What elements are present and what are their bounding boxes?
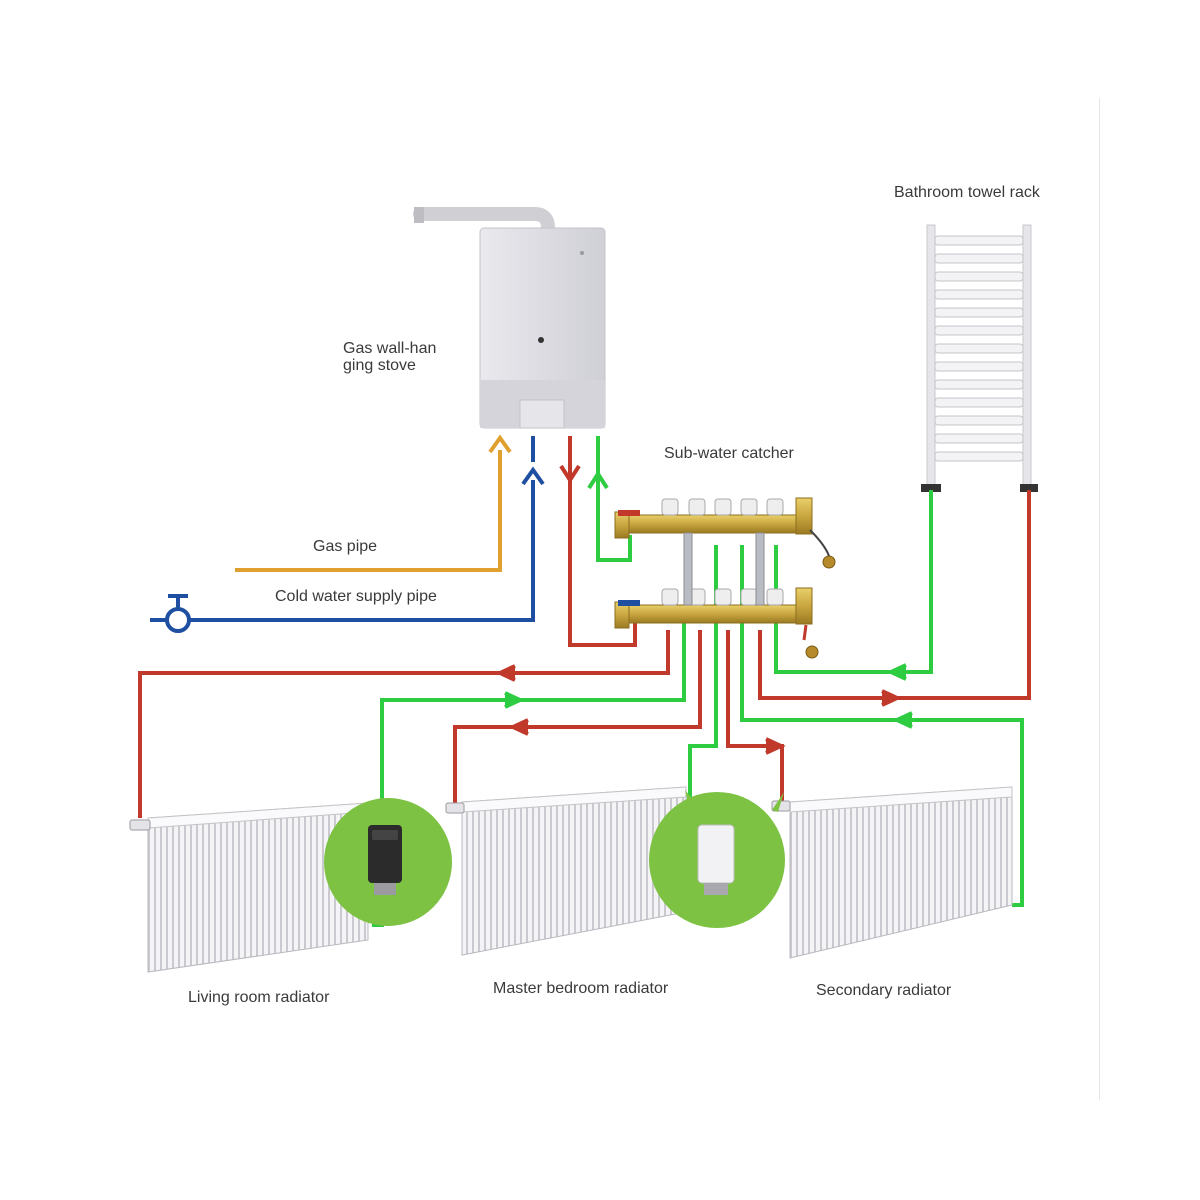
cold-water-pipe-line	[150, 480, 535, 622]
towel-rack-bar	[934, 289, 1024, 300]
towel-rack-bar	[934, 325, 1024, 336]
thermostat-white-icon	[649, 790, 785, 928]
page-edge-line	[1099, 98, 1100, 1100]
manifold-valve-cap	[740, 588, 758, 606]
label-stove-line2: ging stove	[343, 357, 416, 374]
towel-rack-bar	[934, 361, 1024, 372]
towel-rack-bar	[934, 451, 1024, 462]
towel-rack-bar	[934, 253, 1024, 264]
gas-stove	[413, 207, 606, 429]
manifold-valve-cap	[661, 588, 679, 606]
living-room-supply-line	[138, 630, 670, 818]
towel-rack-bar	[934, 307, 1024, 318]
manifold-valve-cap	[740, 498, 758, 516]
label-stove-line1: Gas wall-han	[343, 340, 437, 357]
towel-rack-bar	[934, 379, 1024, 390]
label-cold-water-pipe: Cold water supply pipe	[275, 588, 437, 605]
label-secondary-radiator: Secondary radiator	[816, 982, 952, 999]
valve-icon	[165, 594, 191, 633]
manifold-valve-cap	[688, 498, 706, 516]
stove-supply-line	[568, 436, 637, 647]
towel-rack	[921, 224, 1038, 492]
radiator-master-bedroom	[445, 786, 687, 956]
master-bedroom-return-line	[688, 545, 718, 812]
label-master-bedroom-radiator: Master bedroom radiator	[493, 980, 669, 997]
gas-pipe-line	[235, 450, 502, 572]
secondary-return-line	[740, 545, 1024, 907]
towel-rack-bar	[934, 433, 1024, 444]
label-towel-rack: Bathroom towel rack	[894, 184, 1040, 201]
towel-rack-bar	[934, 397, 1024, 408]
manifold-lower	[614, 532, 819, 659]
pipes	[138, 434, 1031, 927]
manifold-upper	[614, 497, 836, 569]
label-sub-water-catcher: Sub-water catcher	[664, 445, 794, 462]
label-gas-pipe: Gas pipe	[313, 538, 378, 555]
master-bedroom-supply-line	[453, 630, 702, 808]
thermostat-black-icon	[324, 798, 452, 926]
manifold-valve-cap	[661, 498, 679, 516]
towel-rack-bar	[934, 415, 1024, 426]
radiator-secondary	[771, 786, 1013, 959]
towel-rack-bar	[934, 271, 1024, 282]
towel-rack-bar	[934, 235, 1024, 246]
towel-rack-bar	[934, 343, 1024, 354]
label-living-room-radiator: Living room radiator	[188, 989, 330, 1006]
secondary-supply-line	[726, 630, 784, 805]
stove-return-line	[596, 436, 632, 562]
manifold-valve-cap	[714, 498, 732, 516]
manifold-valve-cap	[766, 588, 784, 606]
manifold-valve-cap	[766, 498, 784, 516]
manifold-valve-cap	[714, 588, 732, 606]
